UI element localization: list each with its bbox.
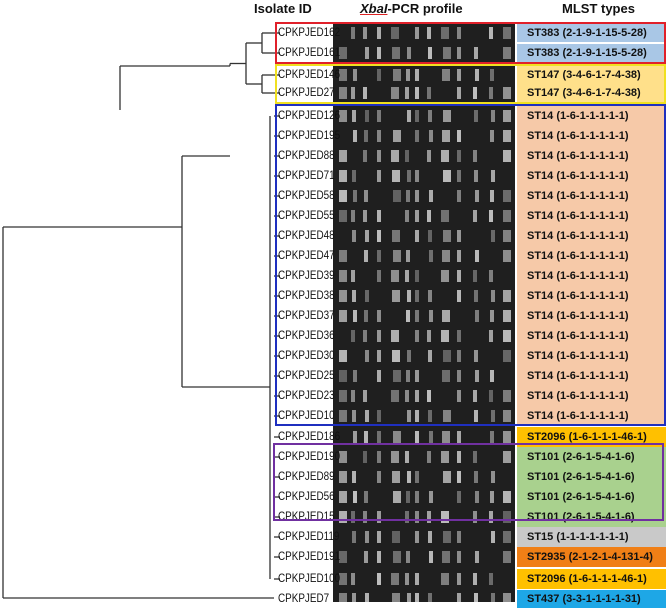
- mlst-type: ST14 (1-6-1-1-1-1-1): [517, 126, 666, 146]
- mlst-type: ST101 (2-6-1-5-4-1-6): [517, 487, 666, 507]
- mlst-type: ST14 (1-6-1-1-1-1-1): [517, 386, 666, 406]
- mlst-type: ST383 (2-1-9-1-15-5-28): [517, 44, 666, 62]
- isolate-id: CPKPJED161: [278, 47, 341, 59]
- gel-lane: [339, 573, 493, 585]
- gel-lane: [339, 47, 511, 59]
- gel-lane: [339, 290, 511, 302]
- gel-lane: [339, 491, 511, 503]
- mlst-type: ST2096 (1-6-1-1-1-46-1): [517, 569, 666, 589]
- isolate-id: CPKPJED89: [278, 471, 335, 483]
- gel-lane: [351, 27, 511, 39]
- mlst-type: ST14 (1-6-1-1-1-1-1): [517, 366, 666, 386]
- isolate-id: CPKPJED71: [278, 170, 335, 182]
- mlst-type: ST14 (1-6-1-1-1-1-1): [517, 226, 666, 246]
- mlst-type: ST101 (2-6-1-5-4-1-6): [517, 447, 666, 467]
- gel-lane: [339, 390, 511, 402]
- gel-lane: [339, 87, 511, 99]
- isolate-id: CPKPJED38: [278, 290, 335, 302]
- isolate-id: CPKPJED15: [278, 511, 335, 523]
- mlst-type: ST15 (1-1-1-1-1-1-1): [517, 527, 666, 547]
- isolate-id: CPKPJED27: [278, 87, 335, 99]
- isolate-id: CPKPJED55: [278, 210, 335, 222]
- gel-lane: [339, 310, 511, 322]
- isolate-id: CPKPJED56: [278, 491, 335, 503]
- isolate-id: CPKPJED23: [278, 390, 335, 402]
- gel-lane: [339, 451, 511, 463]
- mlst-type: ST14 (1-6-1-1-1-1-1): [517, 346, 666, 366]
- mlst-type: ST14 (1-6-1-1-1-1-1): [517, 186, 666, 206]
- gel-lane: [339, 190, 511, 202]
- isolate-id: CPKPJED39: [278, 270, 335, 282]
- isolate-id: CPKPJED10: [278, 410, 335, 422]
- gel-lane: [339, 471, 495, 483]
- isolate-id: CPKPJED186: [278, 431, 341, 443]
- mlst-type: ST14 (1-6-1-1-1-1-1): [517, 406, 666, 426]
- mlst-type: ST437 (3-3-1-1-1-1-31): [517, 590, 666, 608]
- gel-lane: [353, 130, 511, 142]
- mlst-types-header: MLST types: [562, 1, 635, 16]
- isolate-id: CPKPJED47: [278, 250, 335, 262]
- mlst-type: ST147 (3-4-6-1-7-4-38): [517, 84, 666, 102]
- isolate-id: CPKPJED48: [278, 230, 335, 242]
- gel-lane: [351, 330, 511, 342]
- xbai-label: XbaI: [360, 1, 388, 16]
- xbai-pcr-profile-header: XbaI-PCR profile: [360, 0, 463, 18]
- isolate-id: CPKPJED37: [278, 310, 335, 322]
- mlst-type: ST14 (1-6-1-1-1-1-1): [517, 106, 666, 126]
- isolate-id: CPKPJED58: [278, 190, 335, 202]
- mlst-type: ST147 (3-4-6-1-7-4-38): [517, 66, 666, 84]
- isolate-id: CPKPJED36: [278, 330, 335, 342]
- mlst-type: ST14 (1-6-1-1-1-1-1): [517, 266, 666, 286]
- isolate-id: CPKPJED100: [278, 573, 341, 585]
- isolate-id: CPKPJED146: [278, 69, 341, 81]
- pcr-profile-label: -PCR profile: [387, 1, 463, 16]
- gel-lane: [339, 593, 511, 602]
- dendrogram: [2, 32, 280, 599]
- isolate-id-header: Isolate ID: [254, 1, 312, 16]
- mlst-type: ST383 (2-1-9-1-15-5-28): [517, 24, 666, 42]
- mlst-type: ST14 (1-6-1-1-1-1-1): [517, 246, 666, 266]
- gel-lane: [339, 350, 511, 362]
- isolate-id: CPKPJED190: [278, 451, 341, 463]
- gel-lane: [339, 551, 511, 563]
- pcr-gel-image: [333, 22, 515, 602]
- mlst-type: ST14 (1-6-1-1-1-1-1): [517, 306, 666, 326]
- gel-lane: [339, 250, 511, 262]
- mlst-type: ST14 (1-6-1-1-1-1-1): [517, 206, 666, 226]
- isolate-id: CPKPJED7: [278, 593, 330, 605]
- mlst-type: ST14 (1-6-1-1-1-1-1): [517, 286, 666, 306]
- gel-lane: [353, 431, 511, 443]
- isolate-id: CPKPJED119: [278, 531, 340, 543]
- mlst-type: ST101 (2-6-1-5-4-1-6): [517, 467, 666, 487]
- gel-lane: [339, 370, 494, 382]
- gel-lane: [339, 170, 495, 182]
- mlst-type: ST2935 (2-1-2-1-4-131-4): [517, 547, 666, 567]
- gel-lane: [339, 511, 511, 523]
- gel-lane: [339, 270, 493, 282]
- mlst-type: ST14 (1-6-1-1-1-1-1): [517, 146, 666, 166]
- isolate-id: CPKPJED191: [278, 551, 341, 563]
- gel-lane: [352, 531, 511, 543]
- isolate-id: CPKPJED30: [278, 350, 335, 362]
- isolate-id: CPKPJED195: [278, 130, 341, 142]
- gel-lane: [339, 150, 511, 162]
- gel-lane: [339, 110, 511, 122]
- isolate-id: CPKPJED88: [278, 150, 335, 162]
- mlst-type: ST14 (1-6-1-1-1-1-1): [517, 326, 666, 346]
- mlst-type: ST2096 (1-6-1-1-1-46-1): [517, 427, 666, 447]
- mlst-type: ST14 (1-6-1-1-1-1-1): [517, 166, 666, 186]
- gel-lane: [339, 210, 511, 222]
- gel-lane: [339, 410, 511, 422]
- isolate-id: CPKPJED25: [278, 370, 335, 382]
- gel-lane: [339, 69, 494, 81]
- isolate-id: CPKPJED162: [278, 27, 341, 39]
- mlst-type: ST101 (2-6-1-5-4-1-6): [517, 507, 666, 527]
- isolate-id: CPKPJED126: [278, 110, 341, 122]
- gel-lane: [352, 230, 511, 242]
